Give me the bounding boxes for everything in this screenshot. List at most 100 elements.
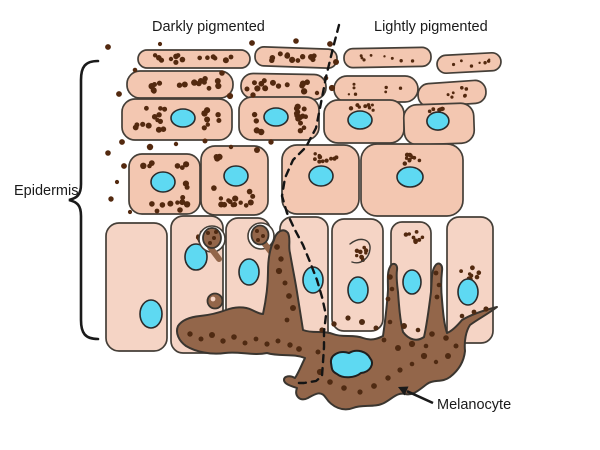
melanosome-dot (242, 340, 248, 346)
melanin-granule (216, 118, 222, 123)
melanin-granule (411, 235, 416, 240)
melanin-granule (179, 165, 185, 171)
melanosome-dot (253, 336, 259, 342)
melanosome-dot (296, 346, 302, 352)
epidermis-cell-B5 (331, 218, 384, 332)
melanin-granule (399, 59, 403, 63)
melanin-granule (197, 55, 202, 61)
melanin-granule (464, 87, 469, 91)
melanin-granule (127, 209, 133, 215)
cell-membrane (333, 75, 419, 103)
melanin-granule (121, 163, 127, 169)
melanin-granule (215, 112, 221, 118)
cell-nucleus (263, 107, 289, 127)
melanosome-dot (445, 353, 451, 359)
epidermis-cell-L2 (254, 46, 338, 69)
melanosome-dot (471, 309, 477, 315)
melanin-granule (459, 269, 463, 273)
melanin-granule (431, 107, 436, 112)
melanosome-dot (209, 332, 215, 338)
melanin-granule (151, 88, 157, 94)
melanin-granule (249, 40, 255, 46)
melanin-granule (173, 59, 179, 65)
epidermis-cell-L6 (238, 96, 320, 141)
melanin-granule (451, 62, 456, 67)
melanosome-dot (387, 319, 393, 325)
melanin-granule (293, 38, 299, 44)
melanosome-dot (436, 282, 442, 288)
melanocyte-arrow-shaft (406, 390, 434, 405)
melanin-granule (232, 195, 239, 202)
melanosome-dot (415, 327, 421, 333)
melanosome-dot (434, 294, 440, 300)
epidermis-cell-R5 (323, 99, 405, 144)
melanin-granule (232, 201, 238, 208)
label-darkly-pigmented: Darkly pigmented (152, 19, 265, 35)
melanin-granule (177, 207, 183, 213)
melanosome-dot (409, 361, 415, 367)
epidermis-cell-R7 (281, 144, 360, 215)
melanin-granule (348, 106, 354, 111)
melanin-granule (294, 103, 301, 110)
melanin-granule (450, 95, 454, 99)
melanin-granule (227, 199, 233, 205)
melanosome-dot (278, 256, 284, 262)
label-lightly-pigmented: Lightly pigmented (374, 19, 488, 35)
melanin-granule (156, 80, 163, 86)
melanin-granule (168, 56, 174, 62)
melanosome-dot (275, 338, 281, 344)
melanin-granule (179, 56, 186, 63)
melanin-granule (268, 139, 274, 145)
melanin-granule (228, 54, 234, 60)
melanocyte-arrowhead (398, 386, 409, 396)
melanin-granule (404, 156, 409, 160)
melanosome-dot (429, 331, 435, 337)
melanin-swirl (349, 238, 371, 264)
melanin-granule (295, 115, 301, 122)
melanin-granule (403, 232, 409, 237)
melanin-granule (196, 80, 202, 87)
cell-nucleus (170, 108, 196, 128)
melanosome-dot (387, 274, 393, 280)
melanin-granule (277, 51, 283, 57)
melanin-granule (158, 106, 163, 111)
melanin-granule (352, 82, 356, 86)
melanin-granule (451, 91, 455, 95)
melanin-granule (140, 121, 146, 127)
melanosome-dot (389, 286, 395, 292)
cell-membrane (331, 218, 384, 332)
melanin-granule (176, 82, 183, 88)
melanin-granule (414, 230, 419, 234)
melanin-granule (408, 159, 411, 163)
melanin-granule (383, 55, 386, 58)
melanosome-dot (345, 315, 351, 321)
melanin-granule (358, 249, 363, 255)
melanin-granule (119, 139, 125, 145)
cell-nucleus (150, 171, 176, 193)
melanin-granule (206, 231, 210, 235)
dendrite-notches (198, 222, 275, 262)
melanin-granule (205, 122, 210, 127)
melanin-granule (384, 90, 388, 94)
melanin-granule (222, 57, 229, 64)
melanin-granule (238, 200, 243, 205)
melanin-granule (462, 94, 467, 98)
melanin-granule (158, 57, 165, 63)
cell-membrane (137, 49, 251, 69)
melanin-granule (214, 230, 218, 234)
melanin-granule (398, 86, 403, 90)
melanin-granule (253, 118, 259, 124)
melanin-granule (284, 52, 291, 59)
melanin-granule (410, 59, 415, 63)
cell-nucleus (223, 165, 249, 187)
melanin-granule (162, 106, 168, 112)
melanosome-dot (264, 341, 270, 347)
melanin-granule (173, 141, 179, 147)
cell-nucleus (396, 166, 424, 188)
melanin-granule (256, 238, 260, 242)
melanin-granule (160, 126, 167, 132)
melanosome-dot (331, 321, 337, 327)
melanin-granule (253, 127, 260, 134)
melanin-granule (208, 241, 212, 245)
melanin-granule (370, 103, 374, 107)
